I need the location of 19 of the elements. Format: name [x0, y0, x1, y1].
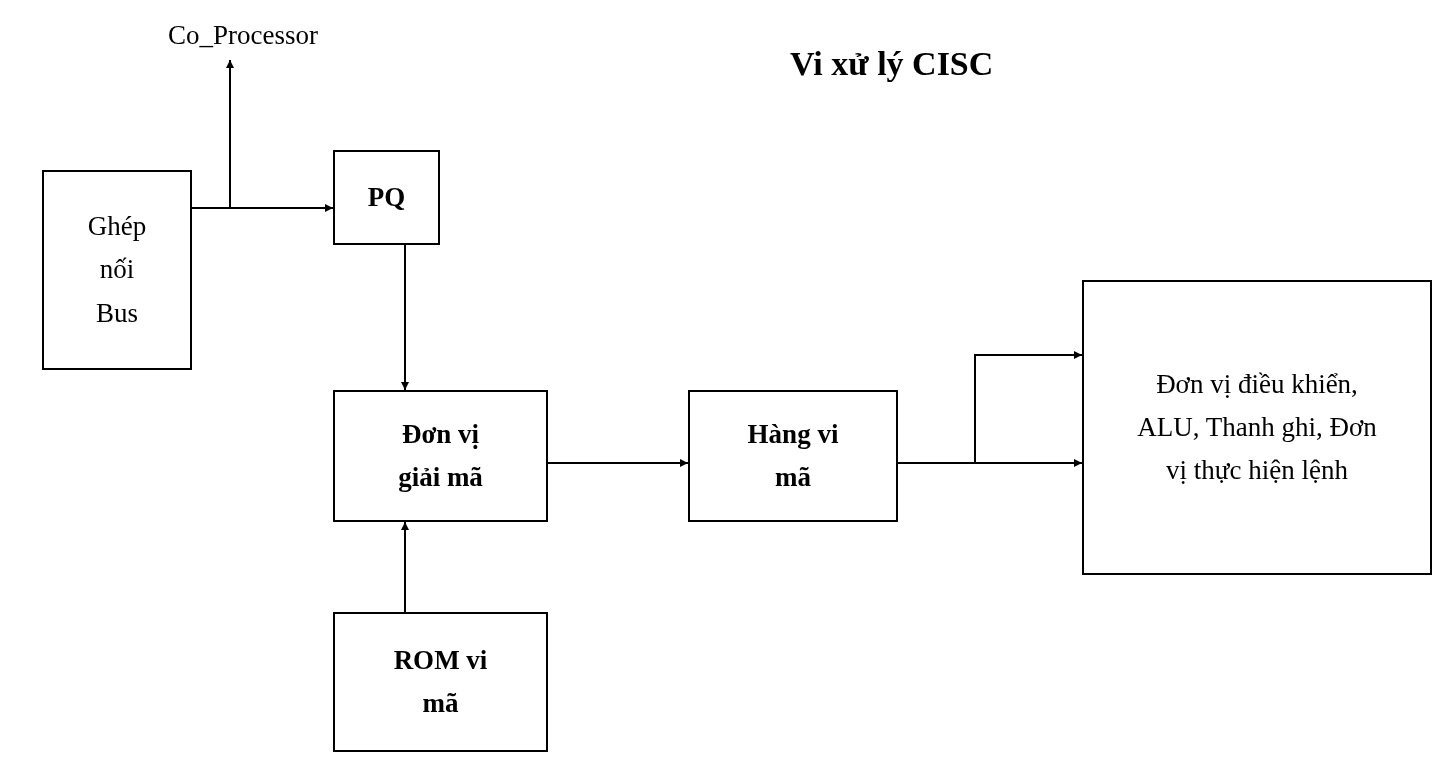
- arrow: [401, 244, 409, 391]
- arrow: [191, 59, 234, 209]
- arrow: [401, 521, 409, 613]
- process-box: [333, 150, 440, 245]
- arrow: [547, 459, 689, 467]
- label-text: Co_Processor: [108, 12, 378, 60]
- process-box: [333, 390, 548, 522]
- box-label: Đơn vị điều khiển, ALU, Thanh ghi, Đơn vị thực hiện lệnh: [1136, 367, 1378, 488]
- process-box: [688, 390, 898, 522]
- box-label: Ghép nối Bus: [86, 210, 148, 330]
- process-box: [333, 612, 548, 752]
- box-label: PQ: [367, 180, 406, 214]
- process-box: [1082, 280, 1432, 575]
- process-box: [42, 170, 192, 370]
- arrow: [897, 459, 1083, 467]
- box-label: Đơn vị giải mã: [397, 417, 484, 494]
- box-label: ROM vi mã: [392, 643, 489, 720]
- box-label: Hàng vi mã: [746, 417, 840, 494]
- diagram-title: Vi xử lý CISC: [790, 45, 994, 83]
